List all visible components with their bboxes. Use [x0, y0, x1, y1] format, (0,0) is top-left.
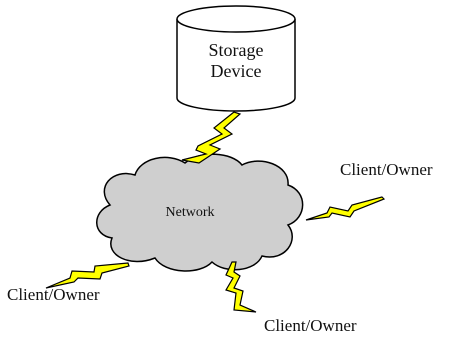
lightning-bolt-icon	[225, 261, 257, 313]
lightning-bolt-icon	[305, 196, 386, 221]
storage-label-line2: Device	[210, 60, 262, 81]
storage-device-label: Storage Device	[176, 40, 296, 81]
client-owner-label-left: Client/Owner	[7, 285, 100, 304]
client-owner-label-right: Client/Owner	[340, 160, 433, 179]
network-label: Network	[165, 205, 215, 220]
storage-cylinder-icon	[176, 5, 296, 112]
lightning-bolt-icon	[181, 111, 242, 164]
network-cloud-icon	[96, 153, 304, 272]
lightning-bolt-icon	[45, 262, 130, 289]
storage-label-line1: Storage	[208, 40, 264, 60]
client-owner-label-bottom: Client/Owner	[264, 316, 357, 335]
